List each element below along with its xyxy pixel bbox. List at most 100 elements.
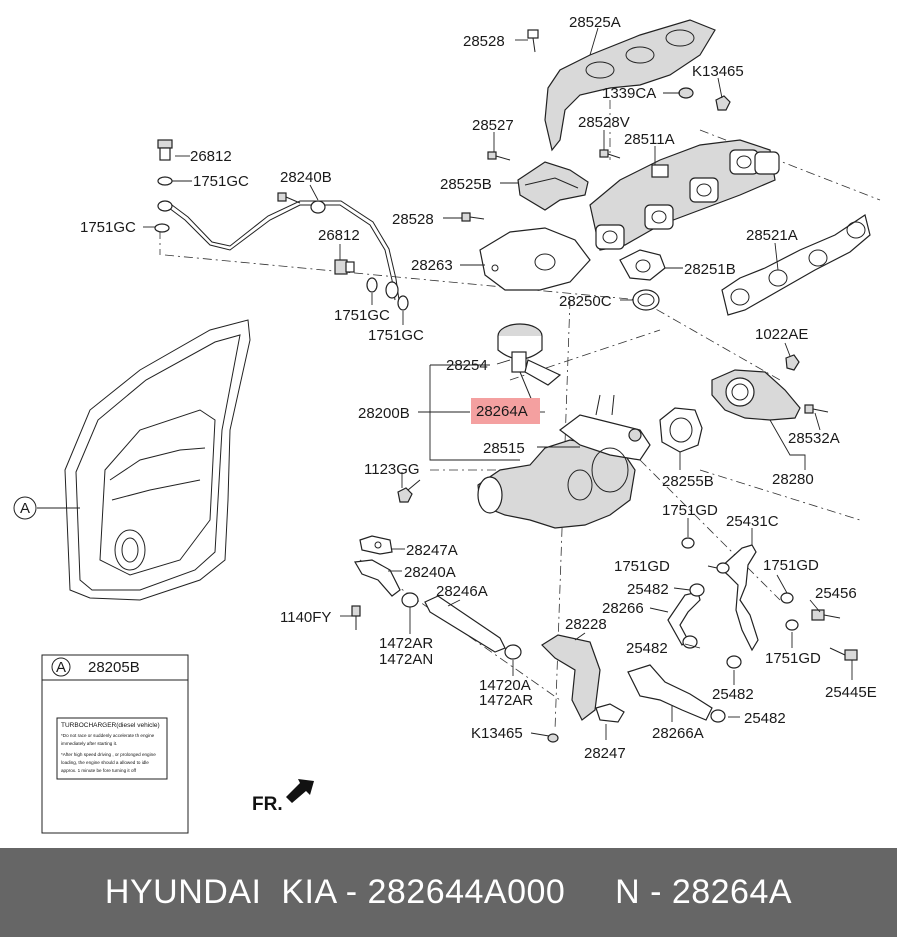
gasket-28255B bbox=[659, 407, 703, 453]
label-1123GG: 1123GG bbox=[364, 461, 420, 478]
label-28240A: 28240A bbox=[404, 564, 456, 581]
label-1751GD-b: 1751GD bbox=[614, 558, 670, 575]
footer-bar: HYUNDAI KIA - 282644A000 N - 28264A bbox=[0, 848, 897, 937]
label-25482-b: 25482 bbox=[626, 640, 668, 657]
label-28254: 28254 bbox=[446, 357, 488, 374]
fr-label: FR. bbox=[252, 794, 283, 815]
label-1022AE: 1022AE bbox=[755, 326, 808, 343]
clamp-25482-b bbox=[682, 635, 698, 649]
label-28528V: 28528V bbox=[578, 114, 630, 131]
label-1751GC-a: 1751GC bbox=[193, 173, 249, 190]
label-28263: 28263 bbox=[411, 257, 453, 274]
clamp-25482-a bbox=[689, 583, 705, 597]
label-28251B: 28251B bbox=[684, 261, 736, 278]
label-28511A: 28511A bbox=[624, 131, 675, 148]
label-1751GC-d: 1751GC bbox=[368, 327, 424, 344]
pipe-28240A bbox=[354, 559, 401, 597]
label-28240B: 28240B bbox=[280, 169, 332, 186]
front-direction-indicator: FR. bbox=[252, 779, 314, 815]
door-outline bbox=[64, 319, 251, 601]
heat-shield-upper bbox=[544, 19, 716, 152]
label-25482-c: 25482 bbox=[712, 686, 754, 703]
label-28255B: 28255B bbox=[662, 473, 714, 490]
warning-label-box bbox=[56, 717, 168, 780]
label-28515: 28515 bbox=[483, 440, 525, 457]
label-26812-mid: 26812 bbox=[318, 227, 360, 244]
clip-1472AR bbox=[401, 592, 419, 608]
outlet-elbow-28280 bbox=[711, 369, 801, 421]
label-1751GC-c: 1751GC bbox=[334, 307, 390, 324]
warning-line-3: *After high speed driving , or prolonged… bbox=[61, 752, 156, 757]
hose-28246A bbox=[424, 595, 506, 653]
washer-1751GD-a bbox=[681, 537, 695, 549]
label-28280: 28280 bbox=[772, 471, 814, 488]
washer-1751GC-d bbox=[397, 295, 409, 311]
washer-1751GC-a bbox=[157, 176, 173, 186]
callout-circle-A-door bbox=[13, 496, 37, 520]
label-1751GD-c: 1751GD bbox=[763, 557, 819, 574]
bolt-28528-mid bbox=[461, 212, 485, 222]
manifold-gasket bbox=[721, 214, 871, 316]
parts-diagram: A bbox=[13, 14, 881, 834]
pipe-25431C bbox=[719, 544, 759, 652]
washer-1751GD-b bbox=[716, 562, 730, 574]
label-28528-mid: 28528 bbox=[392, 211, 434, 228]
label-28527: 28527 bbox=[472, 117, 514, 134]
label-1140FY: 1140FY bbox=[280, 609, 331, 626]
warning-line-2: immediately after starting it. bbox=[61, 741, 117, 746]
bolt-28528-top bbox=[527, 29, 539, 53]
label-1472AR-b: 1472AR bbox=[479, 692, 533, 709]
label-K13465-top: K13465 bbox=[692, 63, 744, 80]
washer-1751GD-c bbox=[780, 592, 794, 604]
exhaust-manifold bbox=[589, 139, 780, 251]
label-note-panel: A 28205B TURBOCHARGER(diesel vehicle) *D… bbox=[41, 654, 189, 834]
label-25445E: 25445E bbox=[825, 684, 877, 701]
label-25482-a: 25482 bbox=[627, 581, 669, 598]
clamp-25482-c bbox=[726, 655, 742, 669]
highlighted-part-28264A: 28264A bbox=[471, 398, 540, 424]
leader-lines bbox=[143, 27, 853, 740]
note-callout-circle bbox=[51, 657, 71, 677]
banjo-bolt-mid bbox=[334, 259, 355, 275]
bolt-25445E bbox=[829, 647, 858, 661]
label-1751GD-a: 1751GD bbox=[662, 502, 718, 519]
highlight-box bbox=[471, 398, 540, 424]
label-1472AN: 1472AN bbox=[379, 651, 433, 668]
hose-28266 bbox=[667, 591, 701, 646]
heat-shield-lower bbox=[517, 161, 589, 211]
label-1339CA: 1339CA bbox=[602, 85, 656, 102]
bolt-28527 bbox=[487, 151, 511, 161]
hose-28266A bbox=[627, 664, 713, 721]
stud-28532A bbox=[804, 404, 829, 414]
gasket-28247A bbox=[359, 535, 393, 555]
nut-1339CA bbox=[678, 87, 694, 99]
nut-1022AE bbox=[785, 354, 800, 371]
note-part-number: 28205B bbox=[88, 659, 140, 676]
warning-line-1: *Do not race or suddenly accelerate th e… bbox=[61, 733, 155, 738]
note-callout-letter: A bbox=[56, 659, 66, 676]
washer-1751GC-c bbox=[366, 277, 378, 293]
nut-K13465-bot bbox=[547, 733, 559, 743]
label-K13465-bot: K13465 bbox=[471, 725, 523, 742]
gasket-28247 bbox=[595, 703, 625, 723]
label-28525B: 28525B bbox=[440, 176, 492, 193]
label-26812-top: 26812 bbox=[190, 148, 232, 165]
oil-feed-pipe bbox=[157, 200, 400, 301]
label-28532A: 28532A bbox=[788, 430, 840, 447]
washer-1751GC-b bbox=[154, 223, 170, 233]
label-25431C: 25431C bbox=[726, 513, 779, 530]
label-25482-d: 25482 bbox=[744, 710, 786, 727]
label-14720A: 14720A bbox=[479, 677, 531, 694]
bolt-1123GG bbox=[397, 479, 421, 503]
front-arrow-icon bbox=[286, 779, 314, 803]
label-28521A: 28521A bbox=[746, 227, 798, 244]
label-28247: 28247 bbox=[584, 745, 626, 762]
clip-14720A bbox=[504, 644, 522, 660]
callout-letter-A-door: A bbox=[20, 500, 30, 517]
bolt-28240B bbox=[277, 192, 301, 204]
label-25456: 25456 bbox=[815, 585, 857, 602]
label-28264A: 28264A bbox=[476, 403, 528, 420]
label-28525A: 28525A bbox=[569, 14, 621, 31]
label-28266A: 28266A bbox=[652, 725, 704, 742]
clamp-25482-d bbox=[710, 709, 726, 723]
